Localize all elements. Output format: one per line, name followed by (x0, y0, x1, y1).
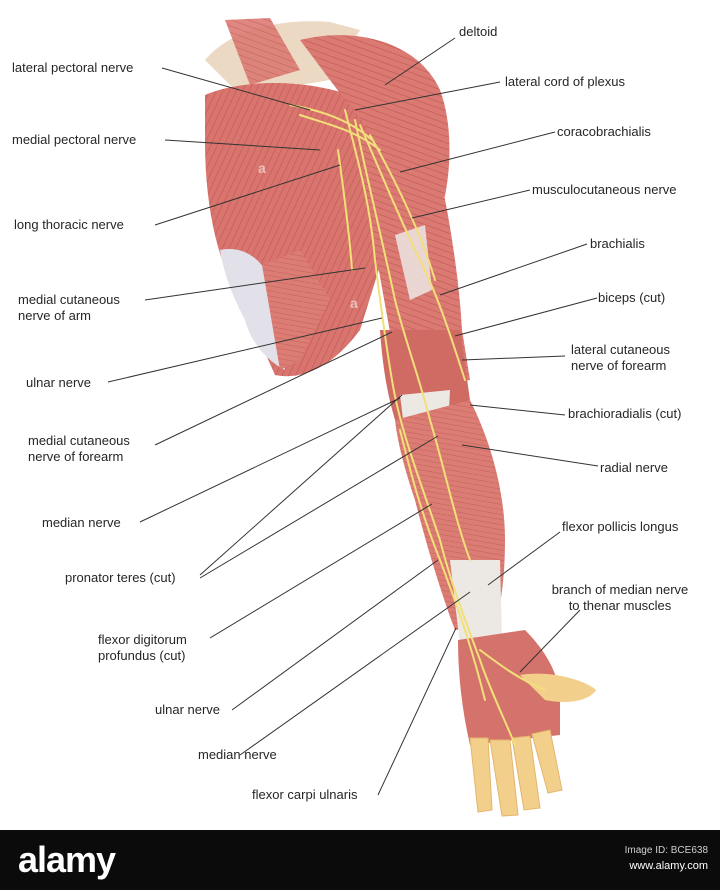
label-medial-cutaneous-nerve-of-forearm: medial cutaneous nerve of forearm (28, 433, 130, 464)
label-pronator-teres-cut: pronator teres (cut) (65, 570, 176, 585)
wrist-tendons (450, 560, 502, 645)
label-musculocutaneous-nerve: musculocutaneous nerve (532, 182, 677, 197)
label-radial-nerve: radial nerve (600, 460, 668, 475)
label-brachialis: brachialis (590, 236, 645, 251)
palm (458, 630, 560, 745)
nerve-paths (289, 104, 546, 746)
label-flexor-digitorum-profundus-cut: flexor digitorum profundus (cut) (98, 632, 187, 663)
label-brachioradialis-cut: brachioradialis (cut) (568, 406, 682, 421)
watermark-mark: a (258, 160, 266, 176)
label-lateral-cord-of-plexus: lateral cord of plexus (505, 74, 625, 89)
neck-muscle (225, 18, 300, 85)
label-flexor-pollicis-longus: flexor pollicis longus (562, 519, 679, 534)
leader-lines (107, 37, 599, 796)
label-ulnar-nerve-upper: ulnar nerve (26, 375, 92, 390)
alamy-logo: alamy (18, 839, 116, 880)
label-long-thoracic-nerve: long thoracic nerve (14, 217, 124, 232)
label-flexor-carpi-ulnaris: flexor carpi ulnaris (252, 787, 358, 802)
serratus-muscle (262, 250, 330, 370)
watermark-mark: a (455, 170, 463, 186)
site-url: www.alamy.com (629, 860, 708, 872)
anatomy-illustration: deltoid lateral cord of plexus coracobra… (12, 18, 689, 817)
label-coracobrachialis: coracobrachialis (557, 124, 651, 139)
image-id-text: Image ID: BCE638 (624, 845, 708, 856)
label-lateral-pectoral-nerve: lateral pectoral nerve (12, 60, 134, 75)
label-branch-of-median-nerve: branch of median nerve to thenar muscles (551, 582, 689, 613)
arm-drawing (107, 18, 599, 817)
watermark-mark: a (350, 295, 358, 311)
label-median-nerve-upper: median nerve (42, 515, 121, 530)
thumb (520, 673, 596, 702)
label-lateral-cutaneous-nerve-of-forearm: lateral cutaneous nerve of forearm (571, 342, 671, 373)
label-biceps-cut: biceps (cut) (598, 290, 666, 305)
footer-bar: alamy Image ID: BCE638 www.alamy.com (0, 830, 720, 890)
label-deltoid: deltoid (459, 24, 498, 39)
label-ulnar-nerve-lower: ulnar nerve (155, 702, 221, 717)
fingers (469, 729, 563, 817)
label-medial-cutaneous-nerve-of-arm: medial cutaneous nerve of arm (18, 292, 120, 323)
label-median-nerve-lower: median nerve (198, 747, 277, 762)
label-medial-pectoral-nerve: medial pectoral nerve (12, 132, 137, 147)
